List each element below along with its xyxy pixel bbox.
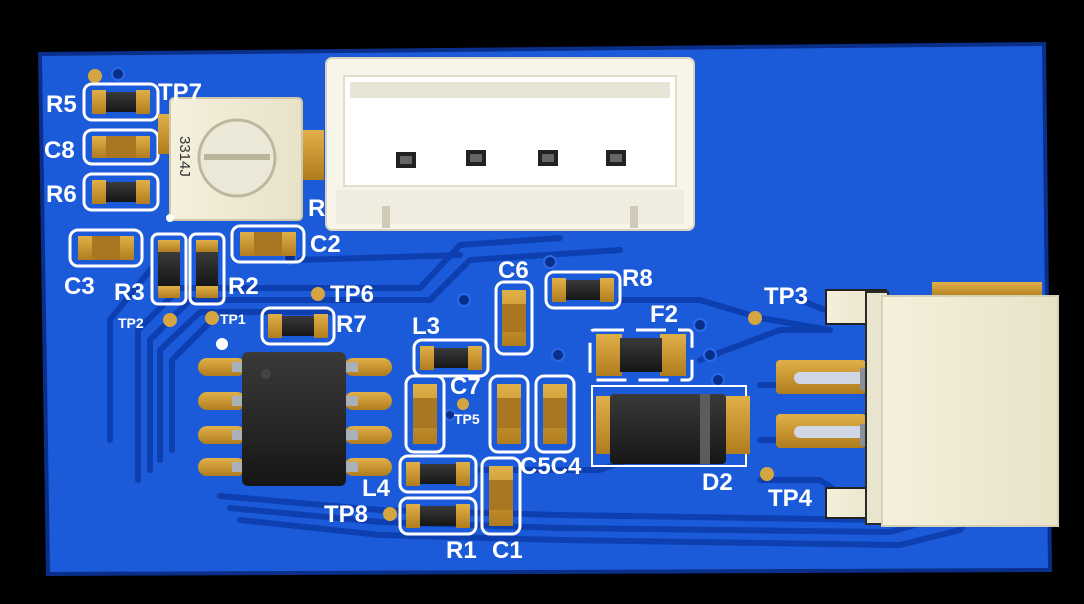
label-c3: C3 [64, 273, 95, 300]
pot-marking: 3314J [176, 136, 193, 177]
label-c1: C1 [492, 537, 523, 564]
label-c6: C6 [498, 257, 529, 284]
l4-part [398, 454, 478, 494]
r2-part [188, 232, 226, 306]
r3-part [150, 232, 188, 306]
label-d2: D2 [702, 469, 733, 496]
jst-connector-right [776, 282, 1059, 527]
label-c5c4: C5C4 [520, 453, 582, 480]
c3-part [68, 228, 144, 268]
r6-part [82, 172, 160, 212]
label-r2: R2 [228, 273, 259, 300]
label-c8: C8 [44, 137, 75, 164]
label-tp8: TP8 [324, 501, 368, 528]
r7-part [260, 306, 336, 346]
jst-connector-top [325, 57, 695, 231]
label-c2: C2 [310, 231, 341, 258]
label-l3: L3 [412, 313, 440, 340]
c1-part [480, 456, 522, 536]
label-r5: R5 [46, 91, 77, 118]
c4-part [534, 374, 576, 454]
ic-soic8 [198, 338, 392, 486]
label-tp3: TP3 [764, 283, 808, 310]
label-r1: R1 [446, 537, 477, 564]
f2-part [588, 328, 694, 382]
label-tp5: TP5 [454, 411, 480, 427]
label-l4: L4 [362, 475, 391, 502]
label-r8: R8 [622, 265, 653, 292]
label-tp2: TP2 [118, 315, 144, 331]
r1-part [398, 496, 478, 536]
potentiometer [158, 97, 324, 222]
diode-d2 [591, 385, 750, 467]
label-tp1: TP1 [220, 311, 246, 327]
label-tp7: TP7 [158, 79, 202, 106]
label-r-partial: R [308, 195, 325, 222]
l3-part [412, 338, 490, 378]
c7-part [404, 374, 446, 454]
c6-part [494, 280, 534, 356]
r8-part [544, 270, 622, 310]
c5-part [488, 374, 530, 454]
c2-part [230, 224, 306, 264]
c8-part [82, 128, 160, 166]
label-r6: R6 [46, 181, 77, 208]
r5-part [82, 82, 160, 122]
label-f2: F2 [650, 301, 678, 328]
test-points [88, 69, 774, 521]
label-tp6: TP6 [330, 281, 374, 308]
label-r7: R7 [336, 311, 367, 338]
label-c7: C7 [450, 373, 481, 400]
label-tp4: TP4 [768, 485, 813, 512]
silkscreen-labels: R5 TP7 C8 R6 R C2 C3 R3 R2 TP6 TP2 TP1 R… [44, 79, 813, 564]
label-r3: R3 [114, 279, 145, 306]
